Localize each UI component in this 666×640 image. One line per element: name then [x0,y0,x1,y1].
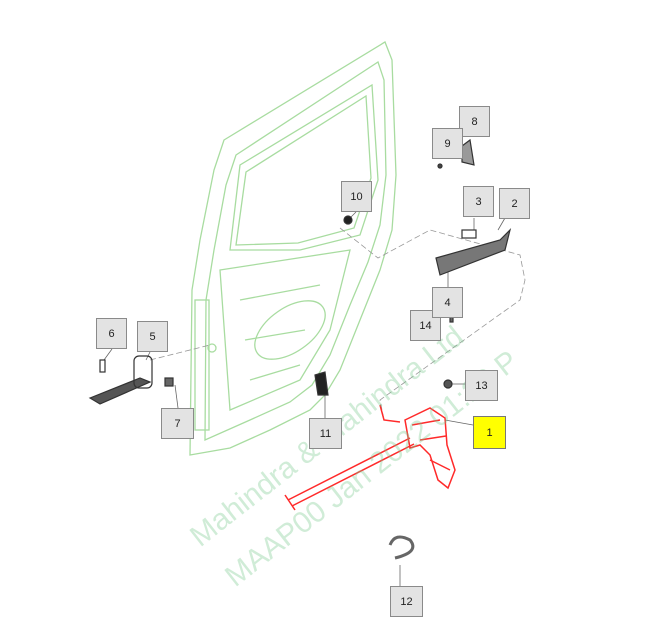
hardware-parts [88,138,512,560]
window-regulator-part [284,404,456,511]
callout-leaders [103,211,506,586]
callout-1[interactable]: 1 [473,416,506,449]
leader-lines [149,227,526,421]
callout-3[interactable]: 3 [463,186,494,217]
callout-6[interactable]: 6 [96,318,127,349]
callout-2[interactable]: 2 [499,188,530,219]
callout-10[interactable]: 10 [341,181,372,212]
callout-8[interactable]: 8 [459,106,490,137]
callout-13[interactable]: 13 [465,370,498,401]
callout-4[interactable]: 4 [432,287,463,318]
rear-door-panel [189,41,397,456]
callout-12[interactable]: 12 [390,586,423,617]
callout-14[interactable]: 14 [410,310,441,341]
callout-5[interactable]: 5 [137,321,168,352]
callout-9[interactable]: 9 [432,128,463,159]
callout-11[interactable]: 11 [309,418,342,449]
callout-7[interactable]: 7 [161,408,194,439]
